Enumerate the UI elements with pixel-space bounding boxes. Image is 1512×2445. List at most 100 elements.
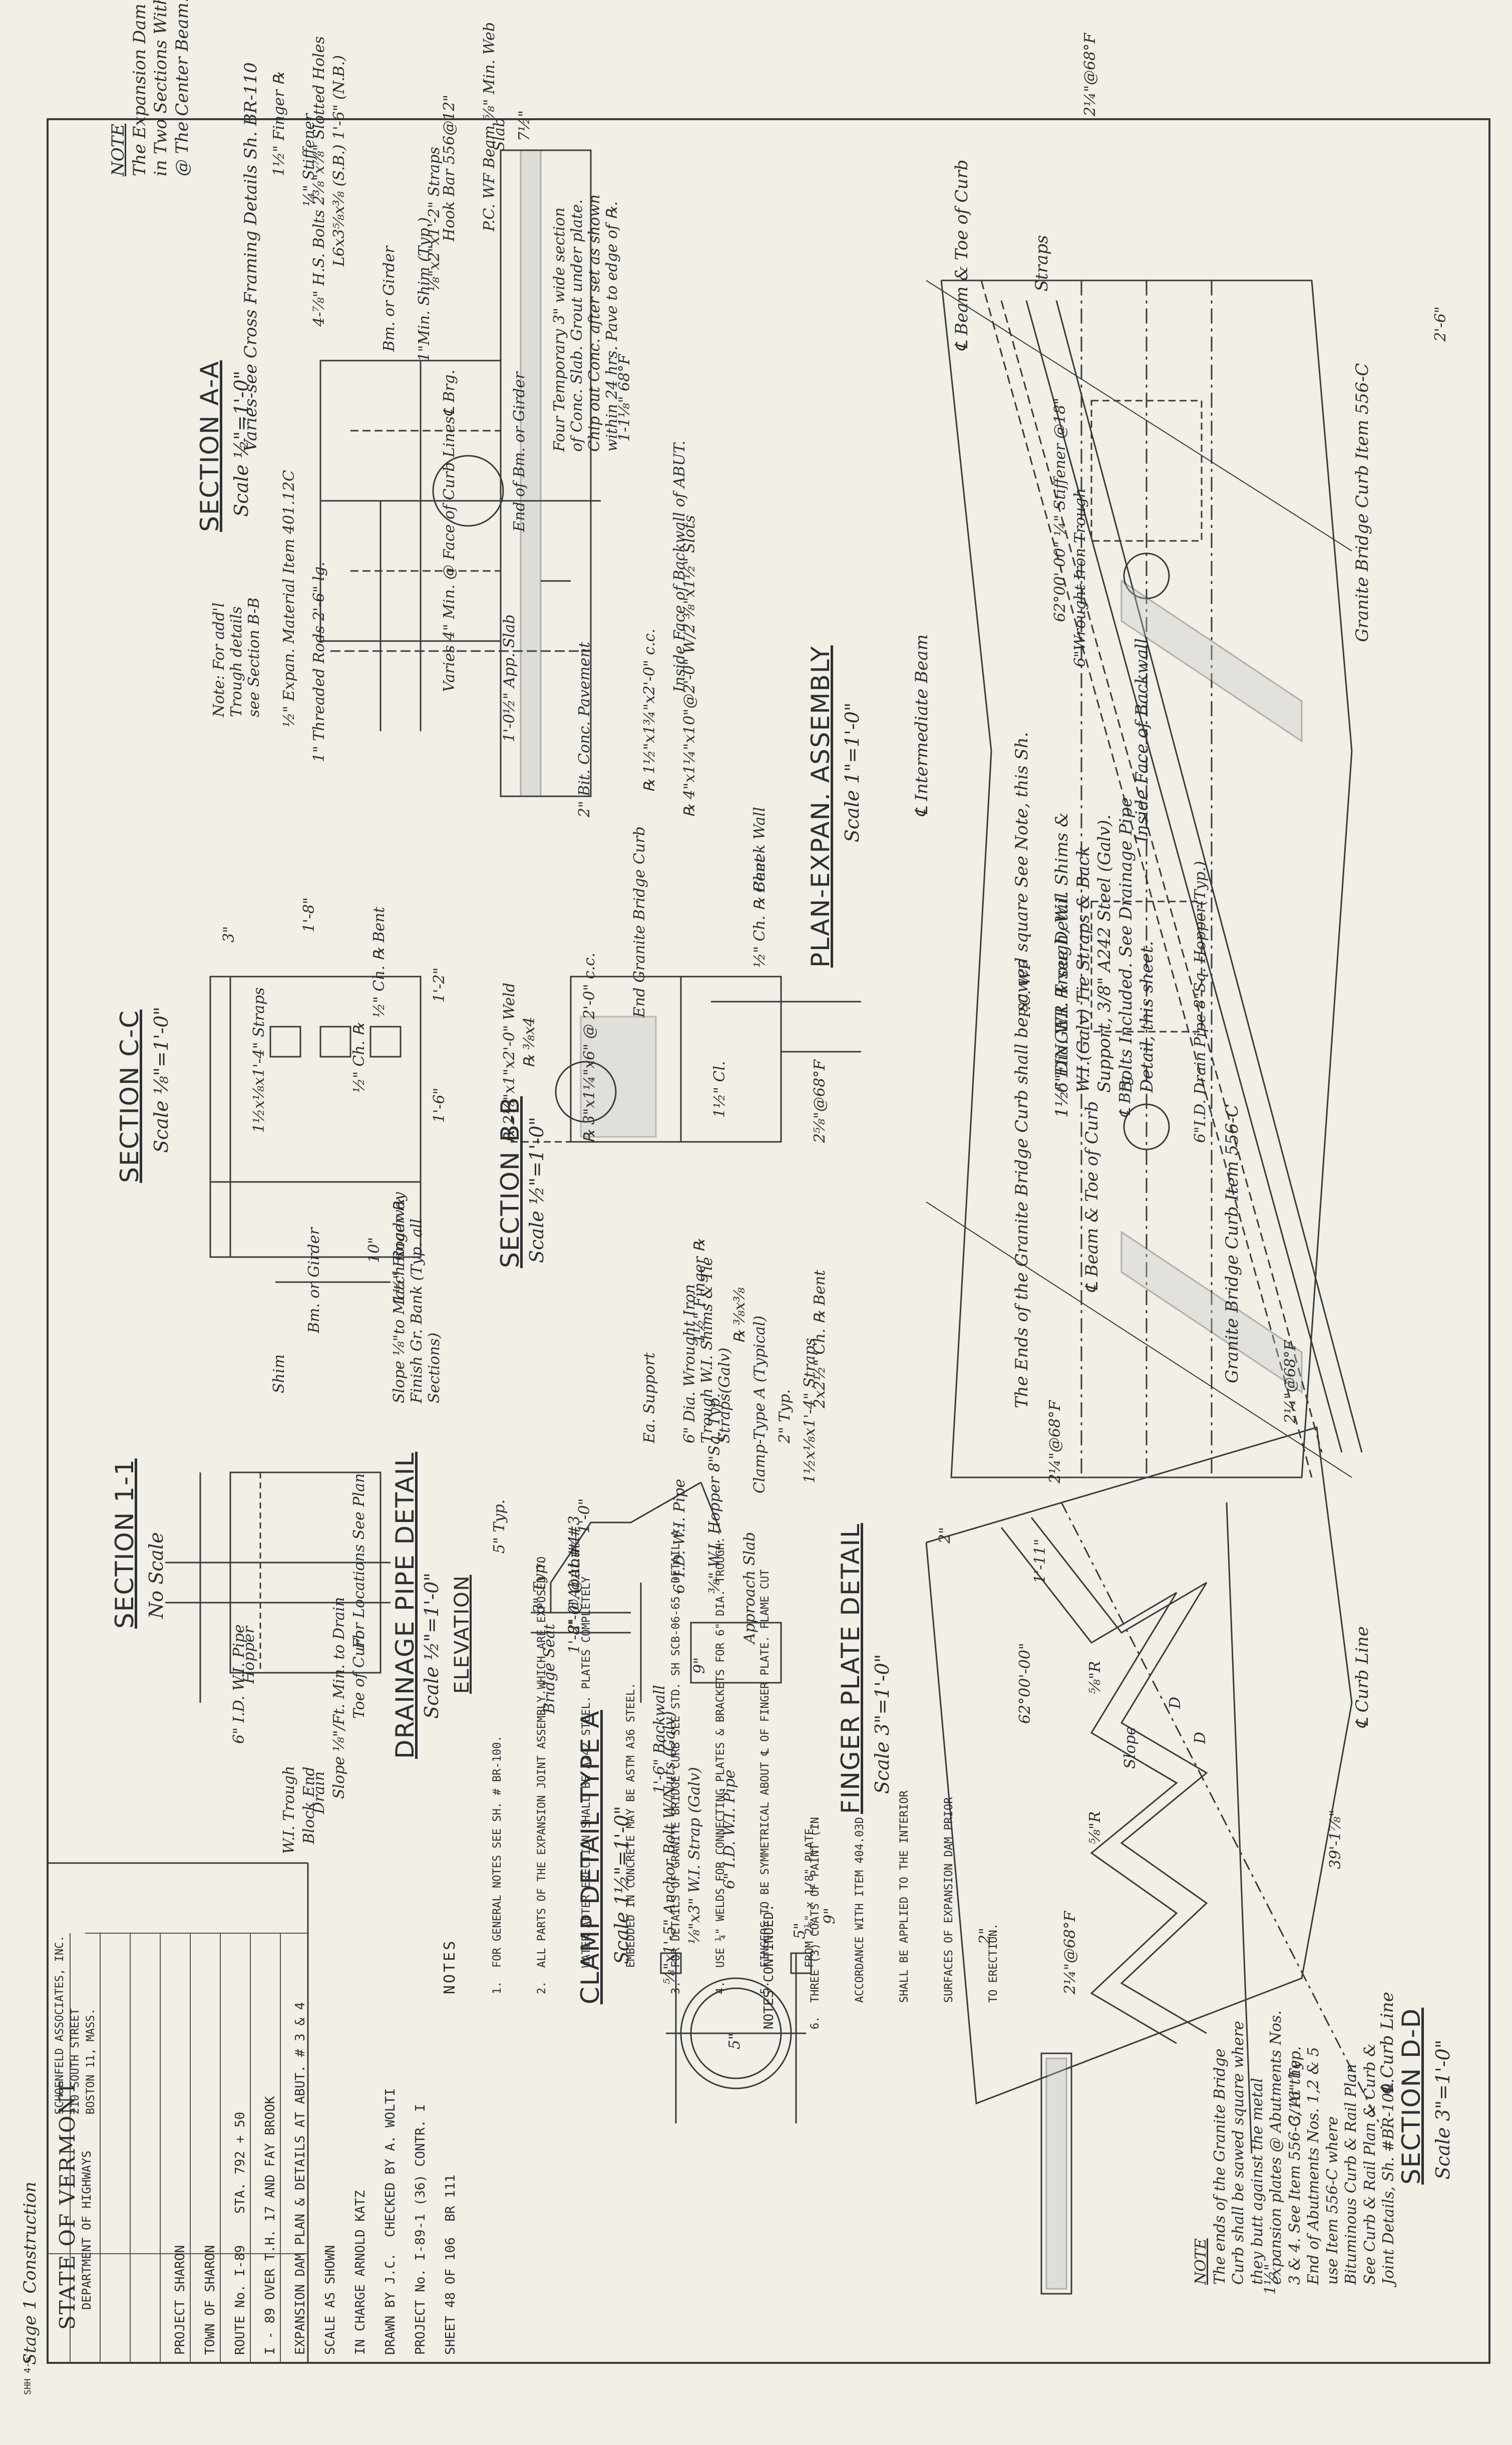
aa-finger-pl: 1½" Finger ℞: [270, 72, 288, 176]
section-11-scale: No Scale: [145, 1532, 167, 1619]
bb-typ: 2" Typ.: [776, 1389, 794, 1443]
bb-pl-14: ℞ ⅜x⅜: [731, 1287, 748, 1343]
plan-expan-assembly-drawing: [926, 279, 1363, 1478]
top-note-heading: NOTE: [108, 123, 128, 176]
notes-line: 4. USE ¼" WELDS FOR CONNECTING PLATES & …: [714, 1537, 727, 1994]
aa-bm-girder: Bm. or Girder: [381, 246, 398, 352]
plan-finger-plate: 1½" FINGER ℞ see Detail: [1052, 892, 1072, 1118]
s11-slope: Slope ⅛"/Ft. Min. to Drain: [330, 1597, 348, 1799]
title-block-lines: [48, 1933, 308, 2363]
fp-dd1: D: [1192, 1731, 1209, 1744]
cc-dim-1-2: 1'-2": [431, 967, 448, 1003]
tb-town-row: TOWN OF SHARON: [203, 2245, 218, 2355]
bb-support: Ea. Support: [641, 1352, 658, 1443]
notes-line: EMBEDDED IN CONCRETE MAY BE ASTM A36 STE…: [625, 1682, 638, 1994]
section-dd-drawing: [1040, 2052, 1072, 2295]
s11-wi-trough: W.I. Trough: [280, 1765, 298, 1854]
aa-varies: Varies-see Cross Framing Details Sh. BR-…: [241, 62, 261, 452]
aa-addl-trough: Note: For add'l Trough details see Secti…: [210, 597, 263, 717]
plan-skew-right: 2¼"@68°F: [1282, 1340, 1299, 1423]
notes-continued-heading: NOTES CONTINUED:: [762, 1904, 777, 2029]
tb-projno-row: PROJECT No. I-89-1 (36) CONTR. I: [413, 2104, 428, 2355]
tb-of: 106: [443, 2237, 458, 2261]
plan-title: PLAN-EXPAN. ASSEMBLY: [806, 645, 835, 968]
s11-block-end: Block End: [300, 1766, 318, 1844]
curb-note: NOTE The ends of the Granite Bridge Curb…: [1192, 2010, 1398, 2285]
aa-bit-pave: 2" Bit. Conc. Pavement: [576, 642, 593, 817]
aa-bolts: 4-⅞" H.S. Bolts 2⅜"x⅞" Slotted Holes: [310, 36, 328, 327]
plan-straps: Straps: [1032, 235, 1052, 291]
aa-shim: 1"Min. Shim (Typ.): [416, 217, 433, 362]
tb-desc2: EXPANSION DAM PLAN & DETAILS AT ABUT. # …: [293, 2002, 308, 2355]
plan-dim-2-6: 2'-6": [1432, 306, 1449, 342]
notes-continued: NOTES CONTINUED: 6. THREE (3) COATS OF P…: [731, 1790, 1031, 2029]
fp-dd2: D: [1167, 1696, 1184, 1709]
top-note-line: The Expansion Dam is to be Furnished: [129, 0, 150, 176]
bb-cl: 1½" Cl.: [711, 1061, 728, 1118]
tb-project-row: PROJECT SHARON: [173, 2245, 188, 2355]
curb-note-line: expansion plates @ Abutments Nos.: [1267, 2010, 1285, 2285]
tb-checked: A. WOLTI: [383, 2088, 398, 2151]
plan-ends-note: The Ends of the Granite Bridge Curb shal…: [1012, 732, 1032, 1408]
tb-route: I-89: [233, 2245, 248, 2277]
section-cc-title: SECTION C-C: [115, 1009, 144, 1183]
curb-note-heading: NOTE: [1192, 2238, 1210, 2285]
tb-route-row: ROUTE No. I-89 STA. 792 + 50: [233, 2111, 248, 2355]
title-block: STATE OF VERMONT DEPARTMENT OF HIGHWAYS: [55, 2069, 94, 2350]
cc-slope: Slope ⅛"to Match Roadway Finish Gr. Bank…: [391, 1192, 443, 1403]
top-note-line: @ The Center Beam.: [172, 0, 192, 176]
plan-scale: Scale 1"=1'-0": [841, 702, 863, 842]
aa-pl2: ℞ 4"x1¼"x10"@2'-0" W/2 ⅜"x1½" Slots: [681, 515, 698, 817]
cc-dim-10: 10": [365, 1237, 383, 1263]
notes-line: SHALL BE APPLIED TO THE INTERIOR: [898, 1790, 911, 2029]
notes-line: 1. FOR GENERAL NOTES SEE SH. # BR-100.: [491, 1735, 504, 1994]
section-aa-title: SECTION A-A: [195, 360, 224, 532]
aa-varies-curb: Varies 4" Min. @ Face of Curb Lines: [441, 416, 458, 692]
curb-note-line: Curb shall be sawed square where: [1230, 2021, 1247, 2285]
curb-note-line: use Item 556-C where: [1323, 2116, 1341, 2285]
aa-pc-wf-beam: P.C. WF Beam ⅝" Min. Web: [481, 22, 498, 231]
tb-desc1: I - 89 OVER T.H. 17 AND FAY BROOK: [263, 2096, 278, 2355]
plan-intermediate-beam: ℄ Intermediate Beam: [912, 634, 932, 817]
cc-straps: 1½x⅛x1'-4" Straps: [250, 987, 268, 1133]
section-aa-drawing: [319, 149, 601, 797]
plan-brg: ℄ Brg.: [1116, 1071, 1134, 1118]
bb-straps2: 1½x⅛x1'-4" Straps: [801, 1338, 819, 1483]
finger-plate-scale: Scale 3"=1'-0": [871, 1654, 893, 1794]
s11-id-pipe: 6" I.D. W.I. Pipe: [230, 1624, 248, 1744]
cc-bm-girder: Bm. or Girder: [305, 1228, 323, 1333]
tb-scale: AS SHOWN: [323, 2245, 338, 2308]
tb-town: SHARON: [203, 2245, 218, 2292]
clamp-detail-drawing: [660, 1952, 812, 2123]
notes-line: WATER AFTER ERECTION SHALL BE A242 STEEL…: [580, 1576, 593, 1994]
s11-toe-curb: Toe of Curb: [350, 1630, 368, 1719]
aa-expan-material: ½" Expan. Material Item 401.12C: [280, 470, 298, 727]
bb-clamp: Clamp-Type A (Typical): [751, 1315, 769, 1493]
section-11-title: SECTION 1-1: [110, 1458, 139, 1629]
bb-end-granite: End Granite Bridge Curb: [631, 826, 648, 1018]
clamp-dim-5b: 5": [726, 2033, 743, 2049]
cc-shim: Shim: [270, 1354, 288, 1393]
cc-ch-pl: ½" Ch. ℞: [350, 1022, 368, 1093]
tb-br: 111: [443, 2174, 458, 2198]
sheet-border: [47, 118, 1490, 2364]
tb-sheet: 48: [443, 2292, 458, 2308]
corner-mark: SHH 4-6: [23, 2357, 33, 2395]
tb-project: SHARON: [173, 2245, 188, 2292]
aa-hook-bar: Hook Bar 556@12": [441, 94, 458, 241]
bb-pl-a: ℞ ⅜x4: [521, 1017, 538, 1068]
fp-curb-line1: ℄ Curb Line: [1352, 1626, 1372, 1729]
aa-threaded-rods: 1" Threaded Rods 2'-6" lg.: [310, 561, 328, 762]
section-bb-scale: Scale ½"=1'-0": [526, 1117, 548, 1263]
finger-plate-drawing: [925, 1426, 1383, 2154]
drainage-pipe-drawing: [531, 1481, 782, 1703]
plan-stiffener: 62°00'-00" ¼" Stiffener @18": [1051, 398, 1069, 622]
aa-brg: ℄ Brg.: [441, 370, 458, 417]
tb-in-charge: ARNOLD KATZ: [353, 2190, 368, 2277]
tb-drawn: J.C.: [383, 2253, 398, 2285]
bb-pl-b: ℞ 2⅛"x1"x2'-0" Weld: [501, 983, 518, 1143]
curb-note-line: they butt against the metal: [1248, 2077, 1266, 2285]
curb-note-line: 3 & 4. See Item 556-C. At the: [1286, 2060, 1304, 2285]
